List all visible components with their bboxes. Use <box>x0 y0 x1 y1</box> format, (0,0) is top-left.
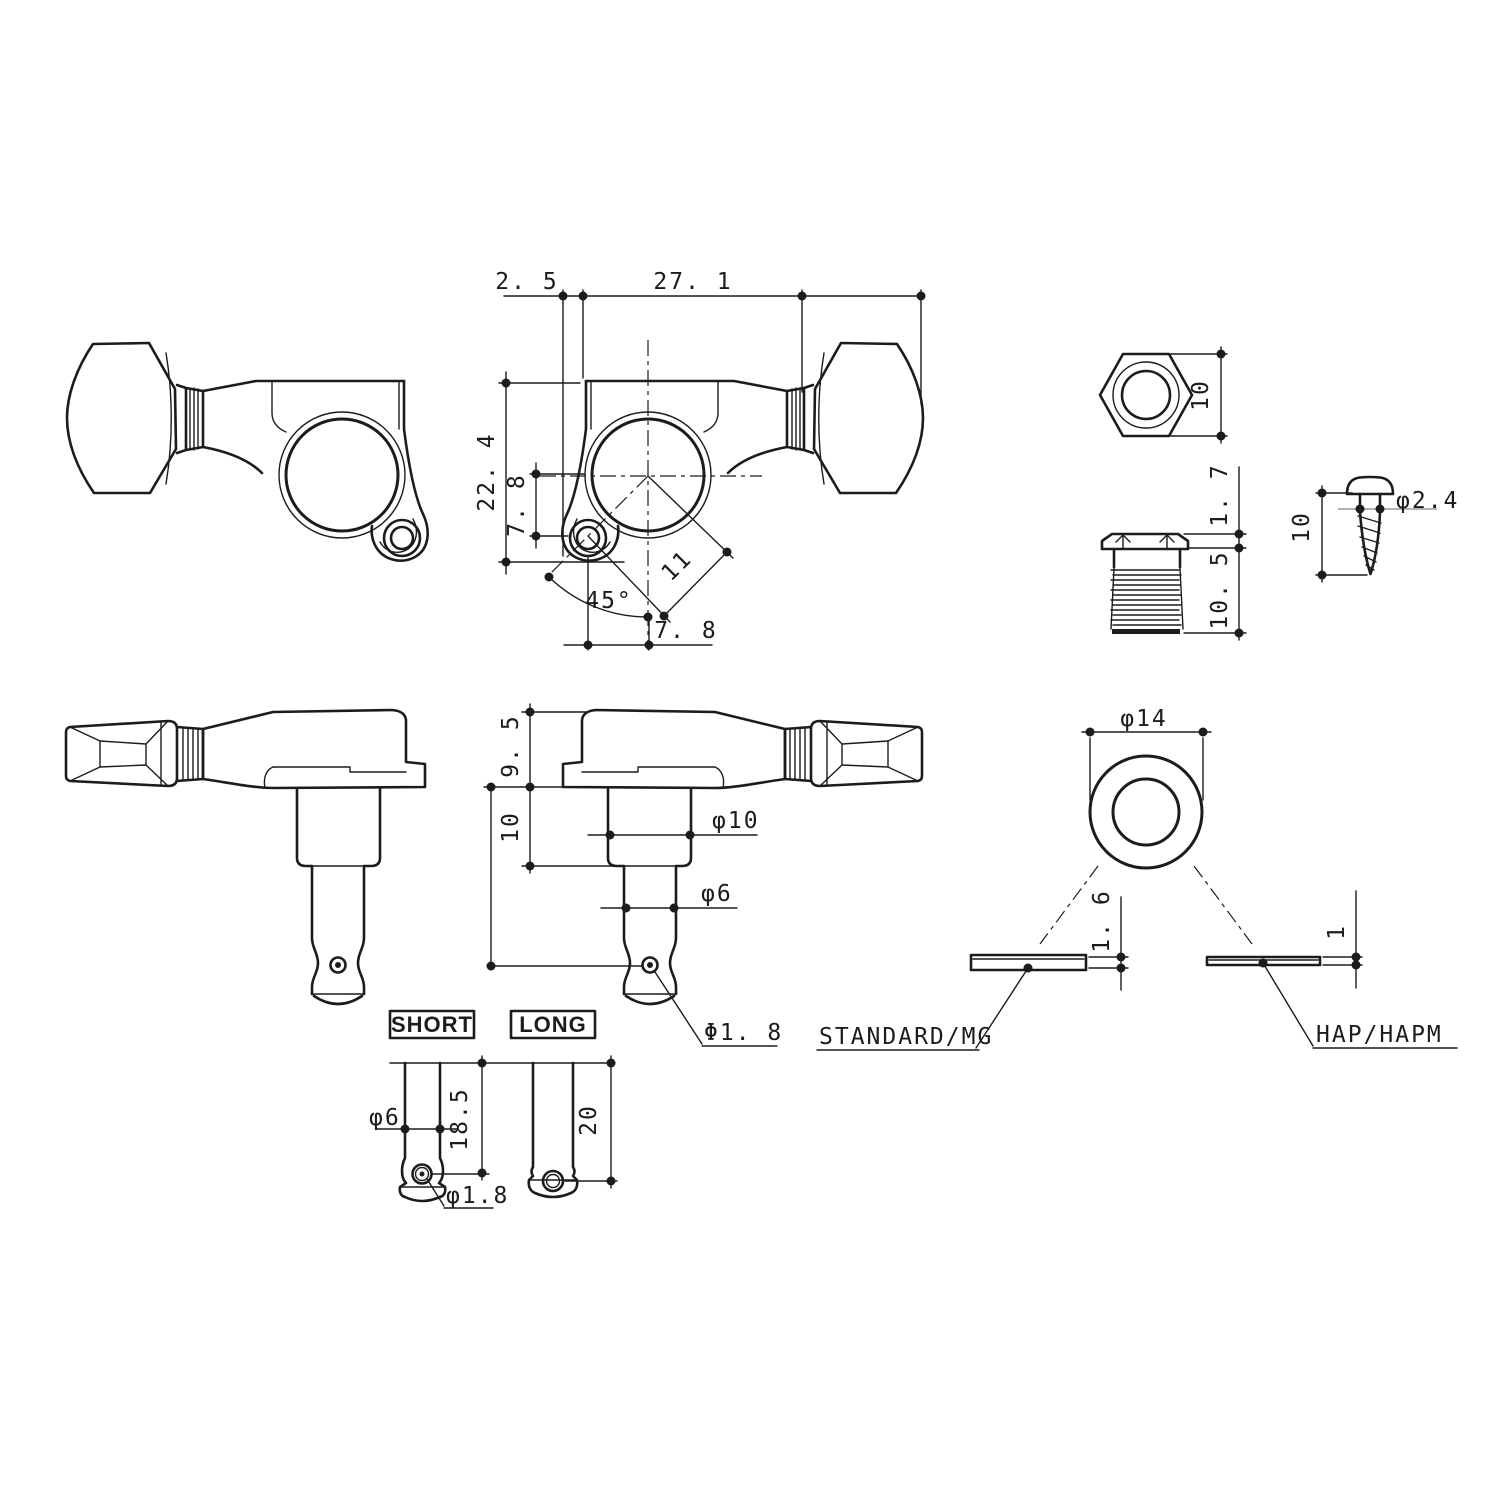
dim-hap-thickness: 1 <box>1324 924 1350 940</box>
dim-hole-offset-v: 7. 8 <box>504 473 530 536</box>
hap-label: HAP/HAPM <box>1316 1022 1443 1048</box>
front-view-left <box>65 341 430 563</box>
washer-front-view: φ14 <box>1039 706 1253 945</box>
bushing-threads <box>1110 569 1182 626</box>
post-detail-long <box>527 1061 579 1199</box>
dim-string-hole: Φ1. 8 <box>704 1020 783 1046</box>
dim-short-diameter: φ6 <box>369 1105 401 1131</box>
dim-boss-diameter: φ10 <box>712 808 760 834</box>
washer-outer-circle <box>1088 754 1204 870</box>
dim-hole-offset-h: 7. 8 <box>654 618 717 644</box>
screw-view: φ2.4 10 <box>1289 475 1459 583</box>
dim-screw-diameter: φ2.4 <box>1396 488 1459 514</box>
dim-post-diameter: φ6 <box>701 881 733 907</box>
hex-nut-view: 10 <box>1098 346 1228 444</box>
dim-plate-offset: 2. 5 <box>495 269 558 295</box>
side-view-left <box>64 708 427 1006</box>
short-label-box <box>388 1009 476 1040</box>
angle-arc <box>548 576 649 618</box>
washer-inner-circle <box>1111 777 1181 847</box>
dim-line-diagonal <box>663 551 728 617</box>
standard-label: STANDARD/MG <box>819 1024 993 1050</box>
dim-standard-thickness: 1. 6 <box>1089 889 1115 952</box>
dim-short-hole: φ1.8 <box>446 1183 509 1209</box>
dim-long-length: 20 <box>576 1104 602 1136</box>
centerline-diagonal <box>541 475 649 583</box>
washer-standard-view: 1. 6 STANDARD/MG <box>816 889 1129 1051</box>
standard-leader <box>816 967 1029 1051</box>
bushing-thread-edges <box>1110 567 1184 630</box>
string-hole-leader <box>654 971 778 1047</box>
dim-housing-height: 9. 5 <box>498 714 524 777</box>
dim-hole-angle: 45° <box>585 588 633 614</box>
standard-washer-outline <box>969 953 1088 972</box>
long-hole-inner <box>545 1173 561 1189</box>
dimension-dots-side <box>486 707 695 971</box>
ext-lines-diagonal <box>587 475 734 623</box>
short-post-left <box>398 1061 408 1199</box>
ext-lines-height <box>498 382 625 563</box>
short-hole-center <box>419 1171 425 1177</box>
dim-nut-across-flats: 10 <box>1188 379 1214 411</box>
dim-line-post-length <box>490 786 642 967</box>
long-hole-outer <box>541 1169 565 1193</box>
bushing-bottom-face <box>1112 629 1180 634</box>
long-post-right <box>569 1061 579 1195</box>
dimension-dots-bottom <box>400 1058 616 1186</box>
dim-bushing-head-height: 1. 7 <box>1207 463 1233 526</box>
dim-body-width: 27. 1 <box>653 269 732 295</box>
post-detail-short <box>398 1061 447 1203</box>
dim-short-length: 18.5 <box>447 1087 473 1150</box>
short-tip-bottom <box>403 1195 442 1203</box>
ext-lines-washer <box>1089 737 1204 801</box>
bushing-head-outline <box>1100 532 1190 551</box>
dim-washer-diameter: φ14 <box>1120 706 1168 732</box>
post-detail: SHORT LONG φ6 18.5 φ1. <box>369 1009 618 1209</box>
washer-leader-left <box>1039 865 1099 945</box>
screw-taper-profile <box>1358 510 1382 576</box>
short-label: SHORT <box>391 1012 473 1037</box>
screw-thread-lines <box>1357 515 1382 571</box>
hex-nut-ring <box>1112 361 1180 429</box>
dim-boss-length: 10 <box>498 811 524 843</box>
front-view-dimensioned: 2. 5 27. 1 22. 4 7. 8 11 45° 7. 8 <box>474 269 926 651</box>
dim-body-height: 22. 4 <box>474 432 500 511</box>
bushing-neck <box>1112 547 1182 569</box>
short-hole-leader <box>426 1178 494 1209</box>
side-view-dimensioned: 9. 5 10 φ10 φ6 Φ1. 8 <box>483 703 924 1047</box>
bushing-head-facets <box>1115 534 1175 550</box>
bushing-view: 1. 7 10. 5 <box>1100 463 1247 641</box>
short-hole-mid <box>414 1166 430 1182</box>
short-post-right <box>437 1061 447 1199</box>
long-label: LONG <box>519 1012 587 1037</box>
hex-nut-bore <box>1120 369 1172 421</box>
long-label-box <box>509 1009 597 1040</box>
washer-leader-right <box>1193 865 1253 945</box>
long-tip-bottom <box>533 1191 573 1199</box>
ext-lines-top <box>562 289 922 557</box>
washer-hap-view: 1 HAP/HAPM <box>1205 890 1458 1049</box>
dim-screw-length: 10 <box>1289 511 1315 543</box>
hex-nut-outline <box>1098 352 1194 438</box>
dimension-dots <box>501 291 926 650</box>
hap-washer-outline <box>1205 955 1322 967</box>
hap-leader <box>1262 962 1458 1049</box>
dim-hole-distance: 11 <box>657 546 698 587</box>
dim-bushing-thread-length: 10. 5 <box>1207 550 1233 629</box>
long-post-left <box>527 1061 537 1195</box>
screw-head-dome <box>1345 475 1395 496</box>
